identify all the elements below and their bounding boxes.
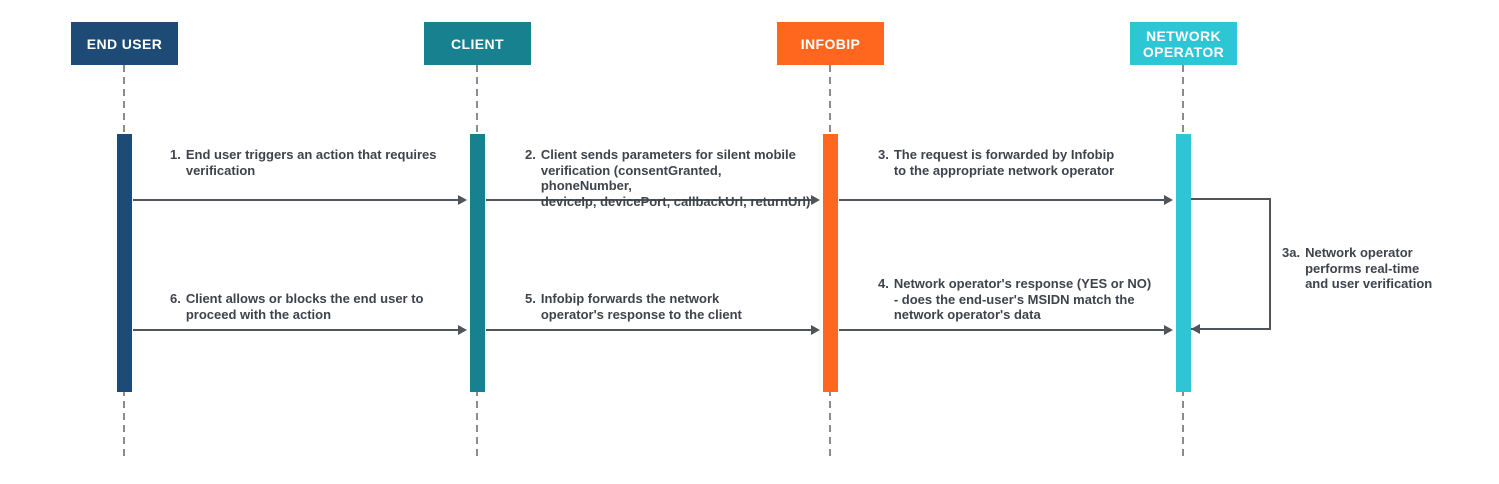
message-text: Network operator performs real-time and … bbox=[1305, 245, 1433, 291]
message-number: 6. bbox=[170, 291, 181, 306]
message-label-1: 1. End user triggers an action that requ… bbox=[170, 147, 440, 178]
actor-label-end-user: END USER bbox=[86, 35, 163, 52]
actor-label-client: CLIENT bbox=[451, 35, 504, 52]
message-number: 2. bbox=[525, 147, 536, 162]
arrow-right-icon bbox=[1164, 325, 1173, 335]
message-arrow-3 bbox=[839, 194, 1173, 206]
actor-label-infobip: INFOBIP bbox=[800, 35, 861, 52]
actor-header-end-user: END USER bbox=[71, 22, 178, 65]
message-text: End user triggers an action that require… bbox=[185, 147, 437, 178]
arrow-line bbox=[839, 329, 1168, 331]
message-text: Client sends parameters for silent mobil… bbox=[540, 147, 811, 209]
actor-label-network-operator: NETWORK OPERATOR bbox=[1142, 27, 1225, 60]
activation-bar-end-user bbox=[117, 134, 132, 392]
message-text: Network operator's response (YES or NO) … bbox=[893, 276, 1152, 322]
message-label-5: 5. Infobip forwards the network operator… bbox=[525, 291, 765, 322]
message-text: Client allows or blocks the end user to … bbox=[185, 291, 424, 322]
actor-header-network-operator: NETWORK OPERATOR bbox=[1130, 22, 1237, 65]
arrow-left-icon bbox=[1191, 324, 1200, 334]
message-arrow-1 bbox=[133, 194, 467, 206]
message-label-4: 4. Network operator's response (YES or N… bbox=[878, 276, 1163, 323]
arrow-right-icon bbox=[458, 325, 467, 335]
message-number: 4. bbox=[878, 276, 889, 291]
arrow-line bbox=[133, 329, 462, 331]
arrow-right-icon bbox=[458, 195, 467, 205]
arrow-right-icon bbox=[811, 195, 820, 205]
message-arrow-6 bbox=[133, 324, 467, 336]
activation-bar-infobip bbox=[823, 134, 838, 392]
self-loop-network-operator bbox=[1191, 198, 1271, 330]
arrow-line bbox=[133, 199, 462, 201]
actor-header-client: CLIENT bbox=[424, 22, 531, 65]
message-label-3a: 3a. Network operator performs real-time … bbox=[1282, 245, 1442, 292]
message-number: 3a. bbox=[1282, 245, 1301, 260]
message-arrow-4 bbox=[839, 324, 1173, 336]
arrow-line bbox=[486, 199, 815, 201]
arrow-line bbox=[486, 329, 815, 331]
arrow-right-icon bbox=[1164, 195, 1173, 205]
message-text: The request is forwarded by Infobip to t… bbox=[893, 147, 1115, 178]
arrow-line bbox=[839, 199, 1168, 201]
message-label-2: 2. Client sends parameters for silent mo… bbox=[525, 147, 815, 209]
activation-bar-client bbox=[470, 134, 485, 392]
actor-header-infobip: INFOBIP bbox=[777, 22, 884, 65]
message-arrow-2 bbox=[486, 194, 820, 206]
message-number: 5. bbox=[525, 291, 536, 306]
message-text: Infobip forwards the network operator's … bbox=[540, 291, 742, 322]
arrow-right-icon bbox=[811, 325, 820, 335]
message-number: 3. bbox=[878, 147, 889, 162]
message-arrow-5 bbox=[486, 324, 820, 336]
message-label-3: 3. The request is forwarded by Infobip t… bbox=[878, 147, 1148, 178]
message-label-6: 6. Client allows or blocks the end user … bbox=[170, 291, 450, 322]
message-number: 1. bbox=[170, 147, 181, 162]
activation-bar-network-operator bbox=[1176, 134, 1191, 392]
